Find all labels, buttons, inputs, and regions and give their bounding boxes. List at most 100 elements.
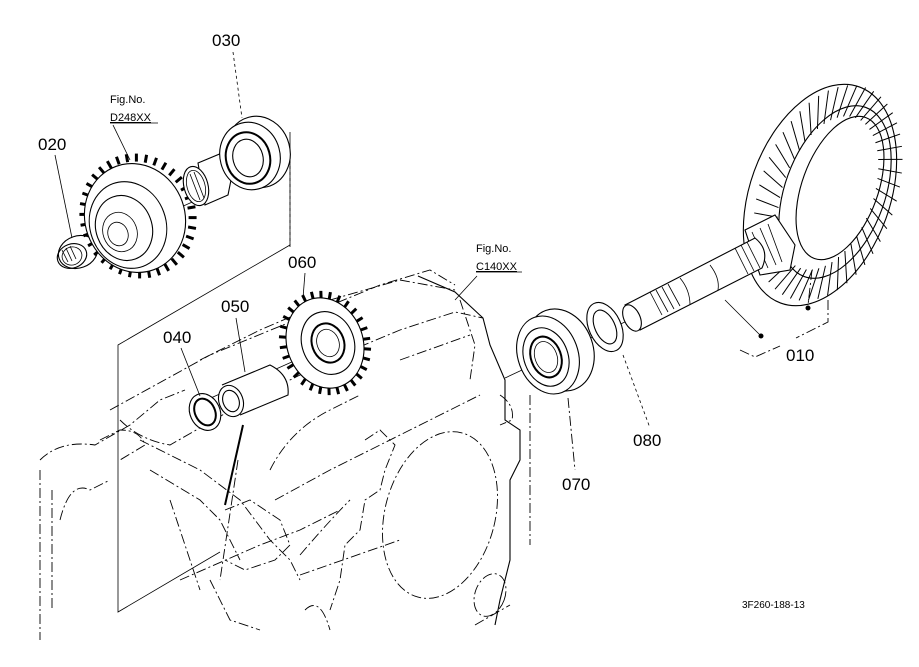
- gear-tooth: [359, 365, 368, 372]
- gear-tooth: [355, 316, 364, 323]
- gear-tooth: [279, 324, 288, 330]
- ring-gear-tooth: [827, 261, 833, 296]
- gear-tooth: [152, 157, 158, 166]
- label-060: 060: [288, 253, 316, 272]
- ring-gear-tooth: [836, 257, 840, 291]
- gear-tooth: [106, 160, 113, 169]
- leader-080: [622, 354, 651, 429]
- leader-c140xx: [454, 275, 478, 301]
- ring-gear-tooth: [799, 111, 806, 143]
- gear-tooth: [143, 154, 149, 163]
- fig-ref-c140xx[interactable]: C140XX: [476, 261, 518, 273]
- gear-tooth: [282, 354, 290, 360]
- ring-gear-tooth: [869, 208, 888, 230]
- drawing-code: 3F260-188-13: [742, 600, 805, 611]
- part-070-bearing: [516, 308, 595, 395]
- gear-tooth: [97, 166, 106, 175]
- leader-020: [54, 154, 73, 239]
- fig-ref-d248xx[interactable]: D248XX: [110, 112, 152, 124]
- ring-gear-tooth: [860, 96, 882, 121]
- gear-tooth: [187, 225, 197, 230]
- ring-gear-tooth: [861, 227, 874, 254]
- ring-gear-tooth: [844, 250, 848, 284]
- gear-tooth: [350, 307, 358, 315]
- part-010-bevel-gear-set: [622, 83, 903, 358]
- leader-040: [180, 347, 201, 397]
- ring-gear-tooth: [808, 102, 812, 136]
- gear-tooth: [115, 156, 121, 165]
- label-070: 070: [562, 475, 590, 494]
- gear-tooth: [181, 243, 191, 250]
- gear-tooth: [360, 326, 368, 332]
- ring-gear-tooth: [875, 187, 897, 202]
- ring-gear-tooth: [872, 122, 898, 137]
- part-030-bearing: [219, 115, 291, 191]
- ring-gear-tooth: [843, 85, 858, 117]
- part-060-gear: [278, 290, 372, 396]
- gear-tooth: [327, 291, 332, 300]
- gear-tooth: [176, 251, 185, 259]
- ring-gear-tooth: [774, 265, 796, 290]
- ring-gear-tooth: [789, 269, 807, 299]
- gear-tooth: [318, 386, 323, 395]
- gear-tooth: [355, 372, 363, 380]
- gear-tooth: [287, 306, 295, 314]
- part-020-bearing: [56, 234, 99, 270]
- ring-gear-tooth: [768, 156, 787, 178]
- ring-gear-tooth: [823, 90, 829, 125]
- leader-070: [567, 397, 576, 471]
- gear-tooth: [286, 363, 295, 370]
- gear-tooth: [309, 291, 315, 300]
- gear-tooth: [362, 356, 371, 362]
- ring-gear-tooth: [865, 103, 888, 125]
- gear-tooth: [300, 378, 307, 386]
- label-080: 080: [633, 431, 661, 450]
- label-020: 020: [38, 135, 66, 154]
- fig-ref-label-2: Fig.No.: [476, 243, 511, 255]
- gear-tooth: [343, 300, 350, 308]
- label-040: 040: [163, 328, 191, 347]
- ring-gear-tooth: [877, 145, 903, 152]
- ring-gear-tooth: [849, 87, 867, 117]
- leader-d248xx: [112, 124, 131, 161]
- gear-tooth: [168, 168, 176, 177]
- leader-060: [302, 272, 306, 299]
- part-040-washer: [188, 393, 222, 431]
- ring-gear-tooth: [836, 85, 849, 118]
- label-030: 030: [212, 31, 240, 50]
- ring-gear-tooth: [807, 268, 820, 301]
- ring-gear-tooth: [878, 168, 902, 174]
- ring-gear-tooth: [856, 235, 866, 266]
- gear-tooth: [349, 379, 357, 387]
- ring-gear-tooth: [854, 91, 875, 119]
- gear-tooth: [124, 153, 130, 163]
- leader-050: [235, 317, 246, 373]
- transmission-housing: [39, 269, 521, 640]
- leader-030: [232, 51, 243, 119]
- part-labels: 030 020 060 050 040 010 080 070 Fig.No. …: [38, 31, 814, 611]
- gear-tooth: [160, 162, 168, 171]
- gear-tooth: [170, 257, 179, 266]
- ring-gear-tooth: [873, 198, 893, 216]
- ring-gear-tooth: [816, 95, 820, 129]
- gear-tooth: [187, 205, 196, 210]
- ring-gear-tooth: [850, 243, 857, 275]
- gear-tooth: [292, 371, 300, 379]
- leader-lines: [54, 51, 651, 471]
- ring-gear-tooth: [763, 170, 783, 188]
- differential-gear-assembly: [79, 153, 197, 279]
- gear-tooth: [308, 383, 315, 391]
- ring-gear-tooth: [755, 198, 779, 209]
- gear-tooth: [185, 234, 195, 241]
- part-080-washer: [586, 301, 624, 353]
- ring-gear-tooth: [790, 120, 800, 151]
- label-050: 050: [221, 297, 249, 316]
- label-010: 010: [786, 346, 814, 365]
- gear-tooth: [174, 175, 183, 184]
- part-050-collar: [217, 364, 289, 418]
- gear-tooth: [335, 295, 342, 303]
- fig-ref-label-1: Fig.No.: [110, 94, 145, 106]
- gear-tooth: [163, 263, 170, 272]
- ring-gear-tooth: [817, 265, 826, 300]
